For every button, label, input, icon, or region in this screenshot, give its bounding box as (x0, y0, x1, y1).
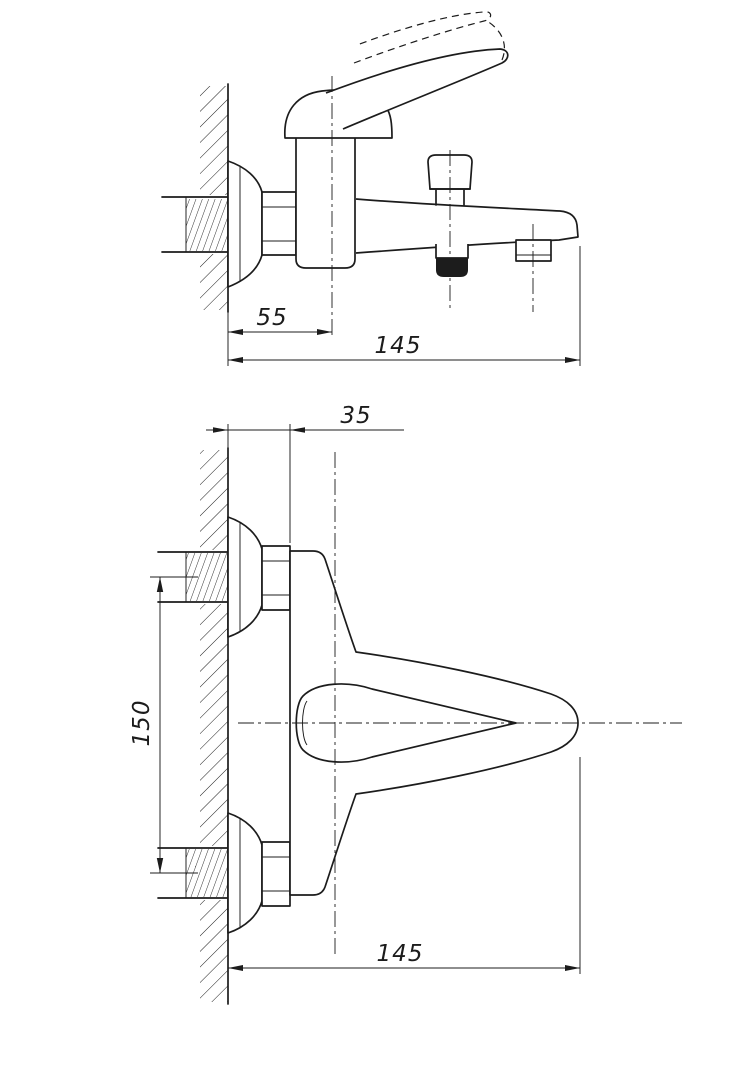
lower-escutcheon-flange (227, 812, 263, 934)
dim-arrow (156, 858, 164, 873)
dim-arrow (565, 357, 580, 363)
upper-escutcheon-flange (227, 516, 263, 638)
dimension-55: 55 (228, 305, 332, 335)
supply-pipe (161, 196, 229, 253)
center-lines (331, 76, 534, 338)
dim-arrow (213, 427, 228, 433)
shower-outlet-nozzle (436, 258, 468, 277)
aerator (515, 239, 552, 262)
upper-union-nut (261, 545, 291, 611)
dim-arrow (156, 577, 164, 592)
dimension-35: 35 (206, 403, 404, 543)
lower-supply-pipe (157, 847, 229, 899)
dim-label-145-plan: 145 (377, 941, 424, 967)
dim-label-150: 150 (129, 700, 155, 747)
wall-section (200, 424, 229, 1005)
dim-arrow (228, 965, 243, 971)
wall-hatch (200, 86, 228, 195)
handle-phantom-position (353, 11, 506, 64)
dim-arrow (228, 329, 243, 335)
dim-label-55: 55 (256, 305, 287, 331)
plan-view: 35 150 145 (129, 403, 682, 1005)
dim-arrow (290, 427, 305, 433)
dim-label-145-side: 145 (375, 333, 422, 359)
dim-arrow (228, 357, 243, 363)
dimension-145-side: 145 (228, 246, 581, 366)
wall-hatch (200, 254, 228, 310)
lower-union-nut (261, 841, 291, 907)
wall-hatch (200, 450, 228, 550)
dim-arrow (565, 965, 580, 971)
center-lines (238, 452, 682, 958)
pipe-thread-hatch (186, 199, 228, 251)
lever-handle (325, 48, 509, 130)
escutcheon-flange (227, 160, 263, 288)
dimension-150: 150 (129, 576, 198, 874)
wall-section (200, 83, 229, 366)
side-view: 55 145 (161, 11, 581, 366)
union-nut (261, 191, 297, 256)
mixer-body (295, 138, 356, 269)
wall-hatch (200, 900, 228, 1002)
dim-label-35: 35 (340, 403, 371, 429)
dim-arrow (317, 329, 332, 335)
dimension-145-plan: 145 (228, 757, 581, 974)
shower-outlet (435, 244, 469, 277)
wall-hatch (200, 604, 228, 846)
